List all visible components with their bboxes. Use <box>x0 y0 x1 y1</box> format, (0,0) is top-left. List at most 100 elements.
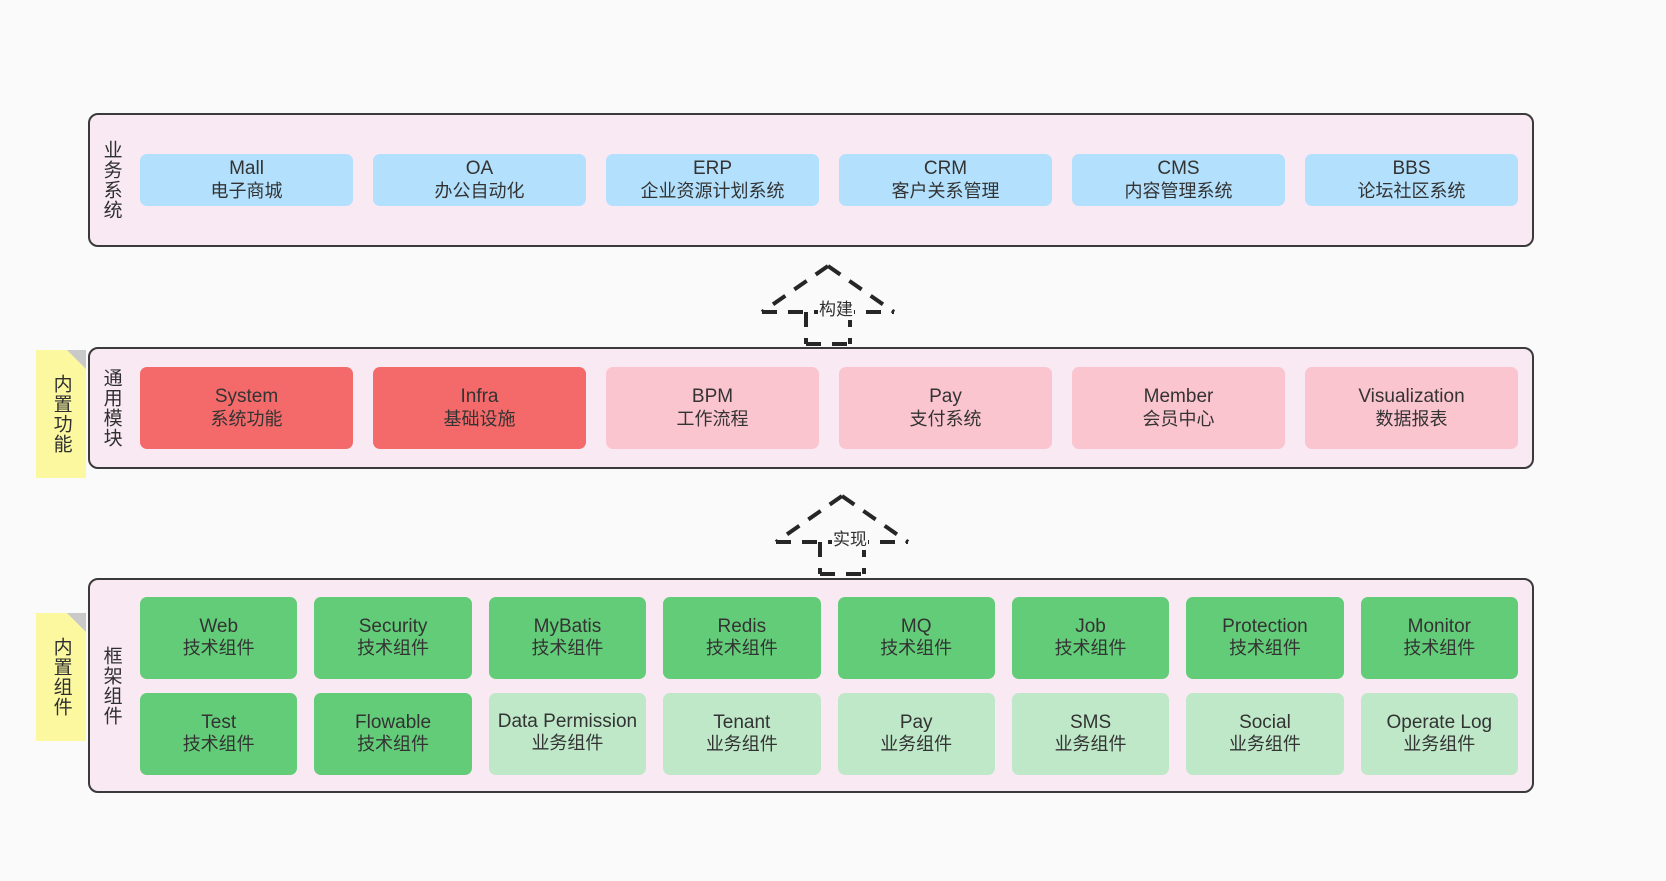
card-subtitle: 电子商城 <box>210 180 283 201</box>
card-social[interactable]: Social 业务组件 <box>1186 692 1344 775</box>
card-operate-log[interactable]: Operate Log 业务组件 <box>1360 692 1518 775</box>
card-title: Operate Log <box>1386 711 1493 733</box>
card-subtitle: 工作流程 <box>676 408 749 429</box>
note-label: 内置功能 <box>50 374 72 454</box>
card-crm[interactable]: CRM 客户关系管理 <box>839 154 1052 206</box>
implement-arrow-label: 实现 <box>832 525 868 550</box>
card-infra[interactable]: Infra 基础设施 <box>373 367 586 449</box>
card-title: MQ <box>900 615 932 637</box>
card-title: Member <box>1143 386 1214 408</box>
card-title: Data Permission <box>497 711 638 733</box>
card-title: Infra <box>460 386 499 408</box>
card-flowable[interactable]: Flowable 技术组件 <box>314 692 472 775</box>
layer-title-framework-components: 框架组件 <box>100 645 122 726</box>
card-subtitle: 业务组件 <box>531 733 604 754</box>
card-subtitle: 技术组件 <box>357 734 430 755</box>
card-test[interactable]: Test 技术组件 <box>140 692 298 775</box>
card-subtitle: 技术组件 <box>182 638 255 659</box>
card-job[interactable]: Job 技术组件 <box>1011 596 1170 679</box>
card-subtitle: 技术组件 <box>357 638 430 659</box>
card-row-technical: Web 技术组件 Security 技术组件 MyBatis 技术组件 Redi… <box>140 596 1518 679</box>
card-bbs[interactable]: BBS 论坛社区系统 <box>1305 154 1518 206</box>
card-subtitle: 业务组件 <box>1403 734 1476 755</box>
card-title: Test <box>201 711 237 733</box>
layer-title-business-systems: 业务系统 <box>100 140 122 220</box>
card-protection[interactable]: Protection 技术组件 <box>1186 596 1344 679</box>
card-subtitle: 业务组件 <box>1054 734 1127 755</box>
card-redis[interactable]: Redis 技术组件 <box>663 596 821 679</box>
card-subtitle: 系统功能 <box>210 408 283 429</box>
card-erp[interactable]: ERP 企业资源计划系统 <box>606 154 819 206</box>
card-title: Pay <box>899 711 933 733</box>
card-subtitle: 技术组件 <box>1054 638 1127 659</box>
card-subtitle: 会员中心 <box>1142 408 1215 429</box>
card-subtitle: 业务组件 <box>705 734 778 755</box>
card-subtitle: 技术组件 <box>880 638 953 659</box>
card-pay[interactable]: Pay 支付系统 <box>839 367 1052 449</box>
card-title: CMS <box>1157 158 1200 180</box>
card-title: Protection <box>1222 615 1308 637</box>
note-builtin-components: 内置组件 <box>36 613 86 741</box>
card-title: Social <box>1239 711 1291 733</box>
card-cms[interactable]: CMS 内容管理系统 <box>1072 154 1285 206</box>
card-monitor[interactable]: Monitor 技术组件 <box>1360 596 1518 679</box>
card-title: BBS <box>1392 158 1431 180</box>
card-visualization[interactable]: Visualization 数据报表 <box>1305 367 1518 449</box>
card-row-business: Test 技术组件 Flowable 技术组件 Data Permission … <box>140 692 1518 775</box>
card-title: BPM <box>691 386 734 408</box>
card-title: Flowable <box>355 711 432 733</box>
card-title: SMS <box>1069 711 1112 733</box>
card-subtitle: 基础设施 <box>443 408 516 429</box>
card-mybatis[interactable]: MyBatis 技术组件 <box>488 596 647 679</box>
card-subtitle: 办公自动化 <box>434 180 525 201</box>
card-title: CRM <box>923 158 968 180</box>
note-fold-icon <box>67 350 86 369</box>
card-row: Mall 电子商城 OA 办公自动化 ERP 企业资源计划系统 CRM 客户关系… <box>140 154 1518 206</box>
card-subtitle: 客户关系管理 <box>891 180 1000 201</box>
build-arrow-glyph <box>760 264 896 346</box>
layer-body-common-modules: System 系统功能 Infra 基础设施 BPM 工作流程 Pay 支付系统… <box>132 349 1532 467</box>
layer-framework-components: 框架组件 Web 技术组件 Security 技术组件 MyBatis 技术组件… <box>88 578 1534 793</box>
build-arrow-label: 构建 <box>818 295 854 320</box>
layer-body-framework-components: Web 技术组件 Security 技术组件 MyBatis 技术组件 Redi… <box>132 580 1532 791</box>
card-member[interactable]: Member 会员中心 <box>1072 367 1285 449</box>
card-title: Web <box>199 615 239 637</box>
card-subtitle: 技术组件 <box>1228 638 1301 659</box>
card-mq[interactable]: MQ 技术组件 <box>837 596 995 679</box>
card-system[interactable]: System 系统功能 <box>140 367 353 449</box>
card-title: OA <box>465 158 494 180</box>
layer-title-common-modules: 通用模块 <box>100 368 122 448</box>
card-title: Mall <box>229 158 264 180</box>
card-title: ERP <box>692 158 733 180</box>
build-arrow: 构建 <box>758 262 898 346</box>
layer-common-modules: 通用模块 System 系统功能 Infra 基础设施 BPM 工作流程 Pay… <box>88 347 1534 469</box>
card-row: System 系统功能 Infra 基础设施 BPM 工作流程 Pay 支付系统… <box>140 367 1518 449</box>
card-title: Visualization <box>1358 386 1465 408</box>
card-subtitle: 数据报表 <box>1375 408 1448 429</box>
card-web[interactable]: Web 技术组件 <box>140 596 298 679</box>
card-mall[interactable]: Mall 电子商城 <box>140 154 353 206</box>
card-subtitle: 技术组件 <box>182 734 255 755</box>
card-title: Pay <box>929 386 962 408</box>
card-data-permission[interactable]: Data Permission 业务组件 <box>488 692 647 775</box>
card-bpm[interactable]: BPM 工作流程 <box>606 367 819 449</box>
card-title: Job <box>1075 615 1106 637</box>
card-tenant[interactable]: Tenant 业务组件 <box>663 692 821 775</box>
card-title: System <box>214 386 279 408</box>
card-sms[interactable]: SMS 业务组件 <box>1011 692 1170 775</box>
layer-body-business-systems: Mall 电子商城 OA 办公自动化 ERP 企业资源计划系统 CRM 客户关系… <box>132 115 1532 245</box>
card-subtitle: 企业资源计划系统 <box>640 180 785 201</box>
card-subtitle: 业务组件 <box>880 734 953 755</box>
card-oa[interactable]: OA 办公自动化 <box>373 154 586 206</box>
note-fold-icon <box>67 613 86 632</box>
card-pay-business[interactable]: Pay 业务组件 <box>837 692 995 775</box>
card-security[interactable]: Security 技术组件 <box>314 596 472 679</box>
note-builtin-features: 内置功能 <box>36 350 86 478</box>
card-subtitle: 技术组件 <box>1403 638 1476 659</box>
card-title: Security <box>358 615 428 637</box>
card-title: Monitor <box>1407 615 1471 637</box>
card-title: Redis <box>717 615 767 637</box>
layer-business-systems: 业务系统 Mall 电子商城 OA 办公自动化 ERP 企业资源计划系统 CRM… <box>88 113 1534 247</box>
implement-arrow: 实现 <box>772 492 912 576</box>
